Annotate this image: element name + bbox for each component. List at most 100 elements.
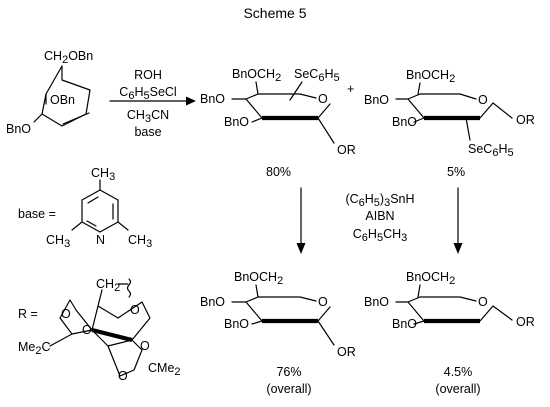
glucal-bno-bond [33,113,43,123]
minor-bno-left-label: BnO [364,93,389,107]
minor-se-bond [465,117,471,141]
minor-bnoch2-label: BnOCH2 [406,68,455,85]
minor-anomeric-bond [492,102,513,119]
pyridine-inner-bond-1 [87,196,99,204]
major-ring-back [245,93,317,100]
pa-ch2-bond [255,284,259,298]
base-n: N [96,233,105,247]
base-ch3-left: CH3 [46,233,70,250]
reagent-base: base [134,125,161,139]
major-se-bond [289,81,303,101]
pa-c3-o-bond [251,320,263,325]
pb-ch2-bond [417,284,421,298]
major-c3-o-bond [251,117,263,123]
pyridine-ring [81,189,119,233]
r-left-dioxolane [59,299,93,335]
r-wavy-attach [126,278,132,298]
reaction-arrow-1: ROH C6H5SeCl CH3CN base [109,68,196,139]
pa-ring-back [245,296,317,303]
r-definition: R = CH2 O O O Me2C O O CMe2 [18,277,181,383]
r-me2c: Me2C [18,340,51,357]
reagent-toluene: C6H5CH3 [353,227,408,244]
major-sec6h5-label: SeC6H5 [294,67,340,84]
glucal-ring [41,65,91,127]
major-bnoch2-label: BnOCH2 [232,67,281,84]
reagent-ch3cn: CH3CN [127,108,169,125]
pb-anomeric-bond [492,305,513,321]
pb-c3-o-bond [413,320,425,325]
glucal-obn-label: OBn [50,93,75,107]
scheme-title: Scheme 5 [243,5,306,21]
base-ch3-top: CH3 [91,166,115,183]
major-selenide-structure: BnOCH2 SeC6H5 BnO BnO O OR 80% [200,67,356,179]
major-ch2-bond [255,81,259,95]
r-ch2-label: CH2 [96,277,120,294]
reaction-arrows-2: (C6H5)3SnH AIBN C6H5CH3 [296,187,463,254]
glucal-double-bond [62,112,90,125]
r-right-dioxolane [107,339,143,377]
pb-ring-o: O [478,295,488,309]
pb-ring-right [479,305,494,322]
base-label: base = [18,207,56,221]
major-ring-right [317,103,331,119]
reagent-tin-hydride: (C6H5)3SnH [345,192,414,209]
pa-or-label: OR [337,345,356,359]
minor-ring-left [407,98,425,119]
pa-overall: (overall) [266,382,311,396]
minor-ch2-bond [417,82,421,95]
minor-c3-o-bond [413,117,425,123]
minor-ring-o: O [478,93,488,107]
arrow-2-right-head [453,243,463,254]
minor-ring-back [407,93,477,100]
base-definition: base = CH3 CH3 N CH3 [18,166,152,250]
r-left-o1: O [61,307,71,321]
glucal-bno-label: BnO [6,122,31,136]
r-front-bond [91,327,133,343]
pa-ring-right [317,306,331,322]
pa-yield: 76% [276,365,301,379]
major-yield: 80% [266,165,291,179]
minor-bno-lower-label: BnO [392,115,417,129]
arrow-2-left-head [296,243,306,254]
base-ch3-right: CH3 [128,233,152,250]
pa-ring-o: O [318,295,328,309]
r-ring-o: O [130,303,140,317]
r-cme2: CMe2 [148,361,181,378]
r-right-o1: O [140,339,150,353]
pb-bno-lower-label: BnO [392,317,417,331]
pb-ring-back [407,296,477,303]
major-or-label: OR [337,143,356,157]
major-bno-lower-label: BnO [224,115,249,129]
plus-sign: + [347,82,354,96]
pb-overall: (overall) [435,382,480,396]
minor-yield: 5% [447,165,465,179]
pb-bnoch2-label: BnOCH2 [406,270,455,287]
r-right-o2: O [118,369,128,383]
r-me2c-bond [49,333,73,347]
minor-selenide-structure: BnOCH2 BnO BnO O OR SeC6H5 5% [364,68,535,179]
pa-bno-lower-label: BnO [224,317,249,331]
reagent-c6h5secl: C6H5SeCl [119,85,176,102]
major-ring-left [245,98,263,119]
pa-anomeric-bond [317,320,335,346]
r-sugar-ring [91,289,151,347]
minor-or-label: OR [516,113,535,127]
pb-yield: 4.5% [444,365,473,379]
product-alpha-structure: BnOCH2 BnO BnO O OR 76% (overall) [200,270,356,396]
major-ring-o: O [318,92,328,106]
major-anomeric-bond [317,117,335,144]
r-left-o2: O [82,323,92,337]
pa-ring-left [245,301,263,322]
reagent-aibn: AIBN [365,209,394,223]
pb-bno-left-label: BnO [364,295,389,309]
product-beta-structure: BnOCH2 BnO BnO O OR 4.5% (overall) [364,270,535,396]
r-label: R = [18,307,38,321]
pa-bno-left-label: BnO [200,295,225,309]
pa-bnoch2-label: BnOCH2 [234,270,283,287]
glucal-ch2obn-label: CH2OBn [44,49,93,66]
pb-or-label: OR [516,315,535,329]
pb-ring-left [407,301,425,322]
major-bno-left-label: BnO [200,92,225,106]
pyridine-ch3-right-bond [117,221,129,231]
pyridine-ch3-left-bond [71,221,83,231]
